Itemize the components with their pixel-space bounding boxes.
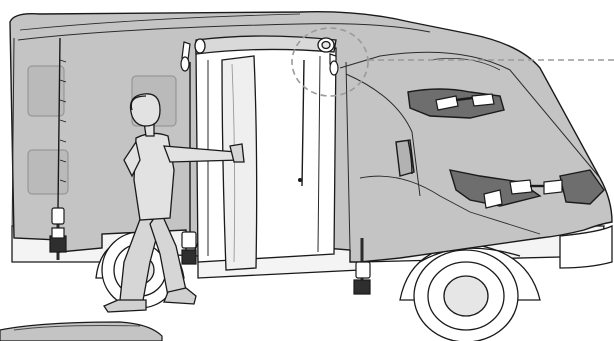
second-illustration-top [0,322,162,341]
